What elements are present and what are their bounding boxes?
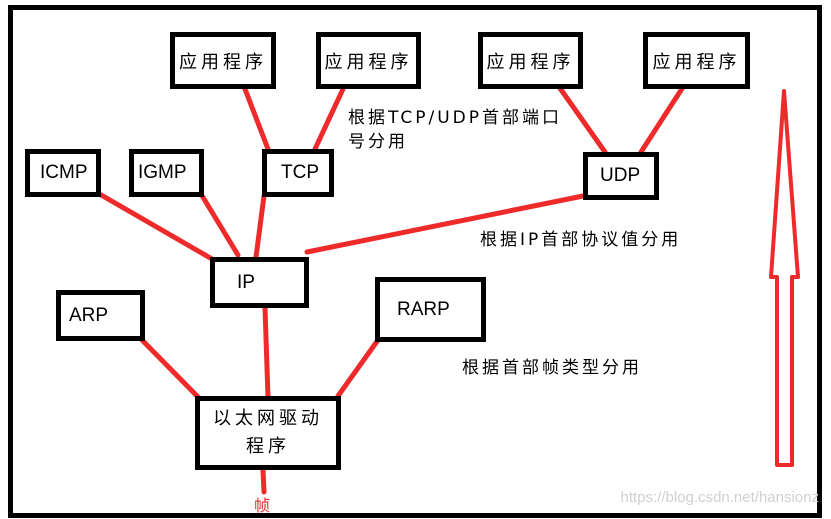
port-demux-note-line1: 根据TCP/UDP首部端口 [348,108,563,128]
app-box-2: 应用程序 [316,32,421,89]
app-box-4: 应用程序 [643,32,750,89]
edge-app3-udp [554,81,608,155]
edge-app2-tcp [312,86,346,152]
rarp-box: RARP [375,277,486,342]
tcp-box: TCP [262,149,334,197]
edge-arp-eth [139,337,202,401]
edge-eth-frame [260,467,267,495]
igmp-box: IGMP [129,149,204,197]
outer-border [8,5,822,518]
ip-label: IP [237,271,255,293]
udp-label: UDP [600,165,641,186]
app-box-3-label: 应用程序 [486,51,575,73]
upward-arrow-icon [769,89,800,467]
ethernet-driver-label-line1: 以太网驱动 [213,408,323,429]
app-box-1-label: 应用程序 [179,51,267,73]
app-box-4-label: 应用程序 [652,51,741,73]
edge-igmp-ip [198,191,241,258]
icmp-label: ICMP [40,162,88,183]
ip-box: IP [210,257,309,308]
edge-app4-udp [638,81,688,155]
edge-udp-ip [304,192,591,255]
igmp-label: IGMP [138,162,187,183]
arp-box: ARP [56,290,145,341]
edge-icmp-ip [93,189,215,262]
app-box-1: 应用程序 [170,32,276,89]
udp-box: UDP [583,152,659,200]
icmp-box: ICMP [25,149,101,197]
frame-label: 帧 [254,496,271,515]
rarp-label: RARP [397,299,450,320]
ethernet-driver-label-line2: 程序 [246,436,290,457]
ethernet-driver-box: 以太网驱动 程序 [195,396,341,470]
protocol-demux-note: 根据IP首部协议值分用 [480,230,682,250]
watermark: https://blog.csdn.net/hansionz [620,489,819,506]
edge-tcp-ip [253,193,267,260]
app-box-2-label: 应用程序 [324,51,413,73]
port-demux-note-line2: 号分用 [348,132,408,152]
app-box-3: 应用程序 [478,32,583,89]
edge-rarp-eth [335,337,381,399]
frame-type-demux-note: 根据首部帧类型分用 [462,358,642,378]
edge-app1-tcp [242,86,271,152]
edge-ip-eth [262,305,271,400]
arp-label: ARP [69,304,109,326]
port-demux-note: 根据TCP/UDP首部端口 号分用 [348,106,562,154]
tcp-label: TCP [281,162,319,183]
